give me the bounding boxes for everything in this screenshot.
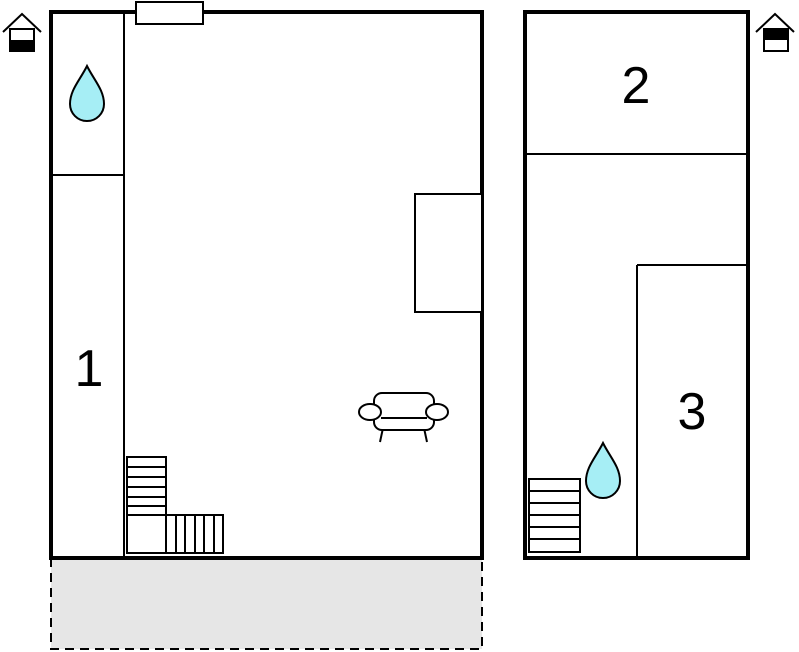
terrace-area: [50, 557, 483, 650]
level-ground-floor-icon: [2, 12, 42, 52]
room-3-number: 3: [678, 383, 707, 441]
window: [135, 1, 204, 25]
bathroom-water-icon: [68, 63, 106, 122]
staircase-icon: [126, 456, 224, 554]
room-2-number: 2: [622, 57, 651, 115]
ground-floor-outer-wall: [49, 10, 484, 560]
bathroom-water-icon: [584, 440, 622, 499]
staircase-icon: [528, 478, 581, 553]
ground-floor-plan: 1: [49, 1, 484, 650]
armchair-icon: [358, 392, 449, 443]
fireplace: [414, 193, 483, 313]
upper-floor-plan: 2 3: [523, 10, 750, 560]
room-1-number: 1: [75, 340, 104, 398]
level-upper-floor-icon: [755, 12, 795, 52]
